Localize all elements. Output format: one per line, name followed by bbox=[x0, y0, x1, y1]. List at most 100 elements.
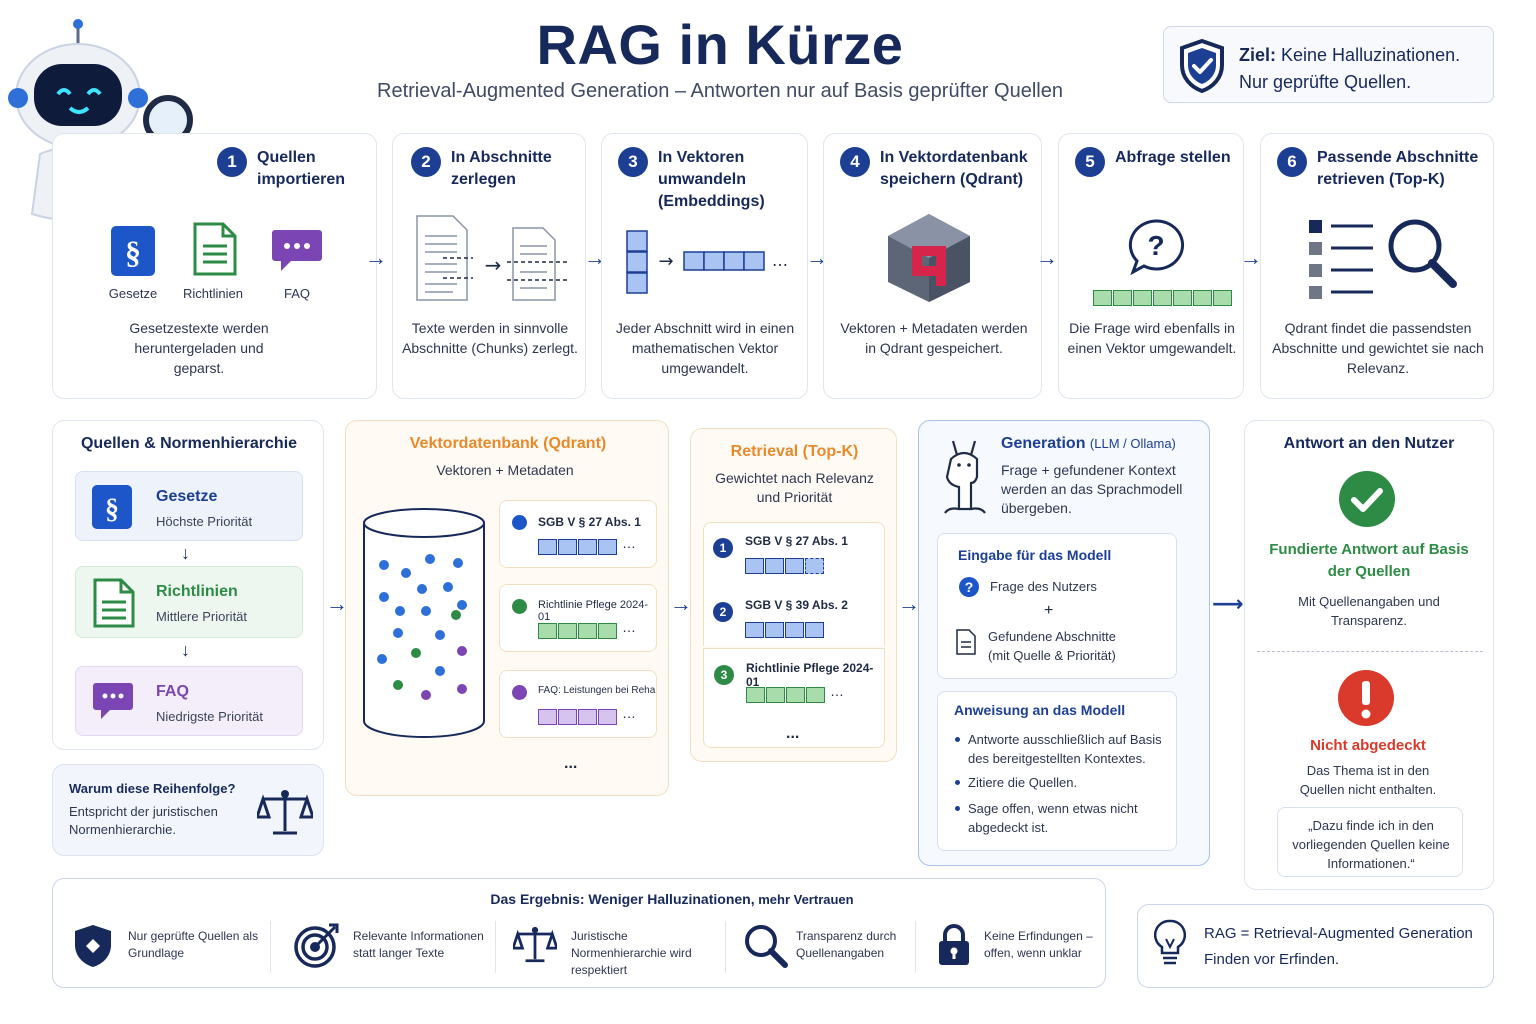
answer-ok-desc: Mit Quellenangaben und Transparenz. bbox=[1298, 594, 1440, 628]
more-results: ... bbox=[786, 725, 800, 742]
retrieval-title: Retrieval (Top-K) bbox=[730, 443, 859, 460]
paragraph-icon: § bbox=[111, 226, 155, 276]
vectordb-entry: Richtlinie Pflege 2024-01 … bbox=[499, 584, 657, 652]
step-1-card: 1 Quellen importieren § Gesetze Richtlin… bbox=[52, 133, 377, 399]
check-circle-icon bbox=[1339, 471, 1395, 527]
retrieval-result-3: 3 Richtlinie Pflege 2024-01 … ... bbox=[703, 648, 885, 748]
step-number: 3 bbox=[618, 147, 648, 177]
svg-text:?: ? bbox=[965, 579, 974, 595]
step-description: Jeder Abschnitt wird in einen mathematis… bbox=[615, 320, 795, 376]
arrow-right-icon: ⟶ bbox=[1212, 591, 1244, 616]
answer-quote: „Dazu finde ich in den vorliegenden Quel… bbox=[1292, 818, 1450, 871]
svg-text:…: … bbox=[772, 251, 788, 270]
ranked-list-search-icon bbox=[1309, 219, 1457, 299]
alert-circle-icon bbox=[1338, 670, 1394, 726]
instruction-item: Zitiere die Quellen. bbox=[955, 773, 1168, 792]
answer-panel: Antwort an den Nutzer Fundierte Antwort … bbox=[1244, 420, 1494, 890]
arrow-right-icon: → bbox=[326, 591, 348, 616]
answer-title: Antwort an den Nutzer bbox=[1283, 435, 1455, 452]
result-label: SGB V § 39 Abs. 2 bbox=[745, 598, 848, 612]
chunk-documents-icon: → bbox=[416, 215, 569, 301]
result-item: Juristische Normenhierarchie wird respek… bbox=[571, 929, 692, 977]
priority-level: Niedrigste Priorität bbox=[156, 709, 263, 724]
arrow-right-icon: → bbox=[584, 245, 606, 270]
input-title: Eingabe für das Modell bbox=[958, 547, 1112, 563]
step-title: In Abschnitte zerlegen bbox=[451, 149, 552, 188]
document-icon bbox=[956, 629, 976, 655]
priority-level: Mittlere Priorität bbox=[156, 609, 248, 624]
tagline-definition: RAG = Retrieval-Augmented Generation bbox=[1204, 925, 1473, 942]
step-title: Abfrage stellen bbox=[1115, 149, 1231, 166]
ellipsis-icon: … bbox=[622, 619, 636, 635]
svg-text:→: → bbox=[658, 251, 673, 272]
result-rank: 3 bbox=[714, 665, 734, 685]
instruction-item: Antworte ausschließlich auf Basis des be… bbox=[955, 730, 1168, 768]
hierarchy-panel: Quellen & Normenhierarchie § Gesetze Höc… bbox=[52, 420, 324, 750]
generation-title-suffix: (LLM / Ollama) bbox=[1089, 436, 1176, 451]
input-context-note: (mit Quelle & Priorität) bbox=[988, 648, 1116, 663]
page-title: RAG in Kürze bbox=[536, 13, 904, 76]
result-title: Das Ergebnis: Weniger Halluzinationen, bbox=[490, 891, 755, 907]
arrow-right-icon: → bbox=[1036, 245, 1058, 270]
goal-line-1: Keine Halluzinationen. bbox=[1276, 45, 1461, 65]
step-3-card: 3 In Vektoren umwandeln (Embeddings) → …… bbox=[601, 133, 808, 399]
llama-icon bbox=[944, 440, 986, 514]
vectordb-subtitle: Vektoren + Metadaten bbox=[436, 462, 574, 478]
vectordb-title: Vektordatenbank (Qdrant) bbox=[409, 435, 607, 452]
vectordb-entry: FAQ: Leistungen bei Reha … bbox=[499, 670, 657, 738]
priority-name: Richtlinien bbox=[156, 583, 238, 600]
priority-name: FAQ bbox=[156, 683, 189, 700]
lightbulb-icon bbox=[1154, 919, 1186, 965]
answer-ok-title: Fundierte Antwort auf Basis der Quellen bbox=[1269, 541, 1469, 580]
generation-panel: Generation (LLM / Ollama) Frage + gefund… bbox=[918, 420, 1210, 866]
chat-bubble-icon bbox=[93, 683, 133, 719]
result-item: Transparenz durch Quellenangaben bbox=[796, 929, 897, 960]
plus-sign: + bbox=[1044, 602, 1054, 619]
arrow-down-icon: ↓ bbox=[181, 640, 190, 660]
more-entries: ... bbox=[564, 755, 578, 772]
ellipsis-icon: … bbox=[622, 705, 636, 721]
result-item: Keine Erfindungen – offen, wenn unklar bbox=[984, 929, 1093, 960]
instruction-title: Anweisung an das Modell bbox=[954, 702, 1126, 718]
page-subtitle: Retrieval-Augmented Generation – Antwort… bbox=[377, 80, 1063, 102]
arrow-right-icon: → bbox=[365, 245, 387, 270]
step-2-card: 2 In Abschnitte zerlegen → Texte werden … bbox=[392, 133, 586, 399]
result-label: Richtlinie Pflege 2024-01 bbox=[746, 661, 874, 689]
retrieval-result-1: 1 SGB V § 27 Abs. 1 bbox=[703, 522, 885, 584]
result-item: Relevante Informationen statt langer Tex… bbox=[353, 929, 484, 960]
generation-title: Generation bbox=[1001, 435, 1086, 452]
target-icon bbox=[294, 923, 339, 968]
step-title: In Vektoren umwandeln (Embeddings) bbox=[658, 149, 765, 210]
chat-bubble-icon bbox=[272, 230, 322, 271]
document-icon bbox=[193, 222, 237, 276]
step-description: Die Frage wird ebenfalls in einen Vektor… bbox=[1067, 320, 1237, 356]
result-item: Nur geprüfte Quellen als Grundlage bbox=[128, 929, 259, 960]
priority-faq: FAQ Niedrigste Priorität bbox=[75, 666, 303, 736]
lock-icon bbox=[939, 924, 969, 965]
scales-icon bbox=[513, 926, 557, 963]
why-text: Entspricht der juristischen Normenhierar… bbox=[69, 804, 218, 837]
arrow-right-icon: → bbox=[806, 245, 828, 270]
step-number: 5 bbox=[1075, 147, 1105, 177]
tagline-box: RAG = Retrieval-Augmented Generation Fin… bbox=[1137, 904, 1494, 988]
icon-label-gesetze: Gesetze bbox=[108, 286, 158, 301]
priority-level: Höchste Priorität bbox=[156, 514, 253, 529]
step-title: Quellen importieren bbox=[257, 149, 346, 188]
icon-label-faq: FAQ bbox=[283, 286, 310, 301]
svg-text:?: ? bbox=[1147, 230, 1164, 261]
instruction-item: Sage offen, wenn etwas nicht abgedeckt i… bbox=[955, 799, 1168, 837]
entry-label: SGB V § 27 Abs. 1 bbox=[538, 515, 641, 529]
step-description: Qdrant findet die passendsten Abschnitte… bbox=[1272, 320, 1484, 376]
arrow-right-icon: → bbox=[670, 591, 692, 616]
goal-box: Ziel: Keine Halluzinationen. Nur geprüft… bbox=[1163, 26, 1494, 103]
answer-nok-desc: Das Thema ist in den Quellen nicht entha… bbox=[1299, 763, 1437, 797]
step-4-card: 4 In Vektordatenbank speichern (Qdrant) … bbox=[823, 133, 1042, 399]
step-number: 2 bbox=[411, 147, 441, 177]
vectordb-panel: Vektordatenbank (Qdrant) Vektoren + Meta… bbox=[345, 420, 669, 796]
qdrant-logo-icon bbox=[888, 214, 970, 302]
arrow-down-icon: ↓ bbox=[181, 543, 190, 563]
step-description: Texte werden in sinnvolle Abschnitte (Ch… bbox=[402, 320, 578, 356]
generation-desc: Frage + gefundener Kontext werden an das… bbox=[1001, 462, 1183, 516]
hierarchy-title: Quellen & Normenhierarchie bbox=[80, 435, 298, 452]
result-strip: Das Ergebnis: Weniger Halluzinationen, m… bbox=[52, 878, 1106, 988]
